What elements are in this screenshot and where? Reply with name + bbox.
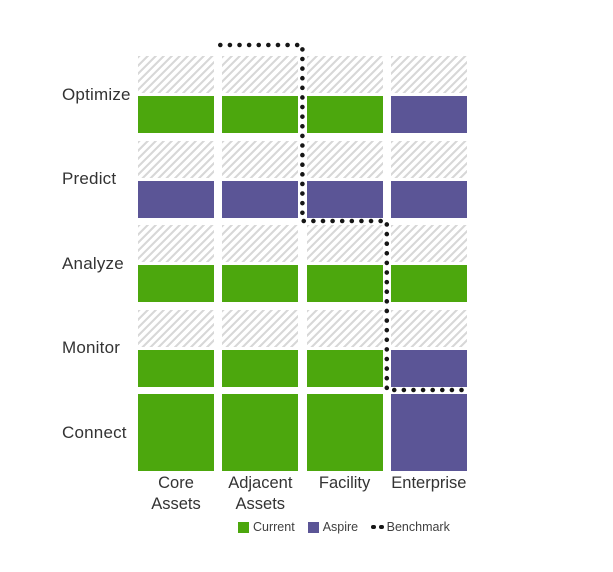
column-label-adjacent-assets: Adjacent Assets [228,474,293,513]
legend-label-benchmark: Benchmark [386,520,450,534]
row-label-connect: Connect [62,422,127,442]
legend-item-current: Current [238,520,295,534]
benchmark-dot-icon [371,524,376,530]
matrix-cell-current [138,349,214,387]
column-label-facility: Facility [318,474,371,492]
legend-label-current: Current [253,520,295,534]
benchmark-dot-icon [379,524,384,530]
legend-item-aspire: Aspire [307,520,359,534]
matrix-cell-aspire [390,394,467,471]
aspire-swatch-icon [307,521,319,533]
legend: Current Aspire Benchmark [238,520,450,534]
matrix-cell-aspire [138,180,214,218]
matrix-cell-current [138,96,214,133]
legend-item-benchmark: Benchmark [371,520,450,534]
row-label-analyze: Analyze [62,253,124,273]
matrix-cell-hatch [138,140,214,178]
matrix-cell-hatch [138,309,214,347]
matrix-cell-hatch [138,56,214,93]
row-label-predict: Predict [62,169,117,188]
row-label-optimize: Optimize [62,84,131,104]
row-label-monitor: Monitor [62,338,121,357]
matrix-cell-current [138,265,214,302]
matrix-cell-current [138,394,214,471]
benchmark-dots-icon [371,524,384,530]
column-label-enterprise: Enterprise [391,474,467,492]
column-label-core-assets: Core Assets [151,474,201,513]
matrix-cell-hatch [138,225,214,262]
matrix-cell-current [222,394,299,471]
legend-label-aspire: Aspire [322,520,359,534]
matrix-cell-current [306,394,383,471]
current-swatch-icon [238,521,249,533]
